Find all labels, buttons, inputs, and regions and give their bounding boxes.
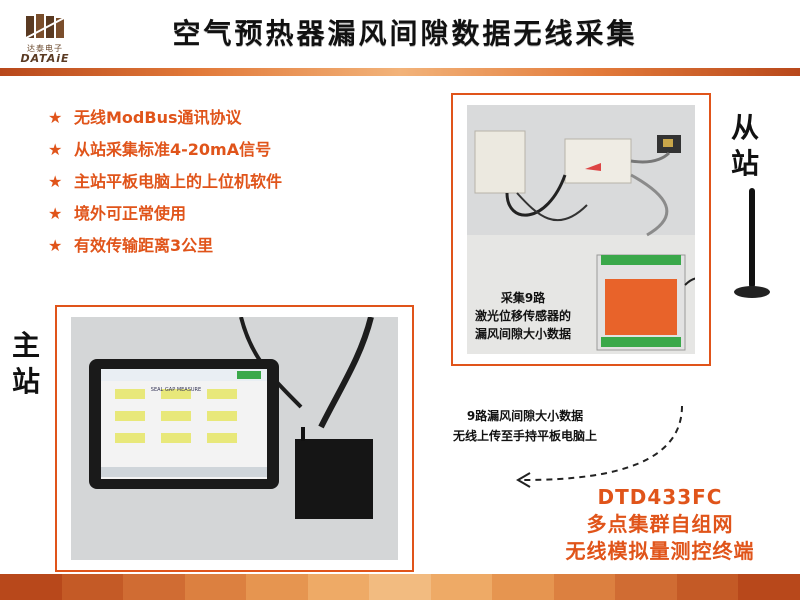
feature-item: ★ 从站采集标准4-20mA信号 <box>48 136 282 168</box>
star-icon: ★ <box>48 140 63 159</box>
feature-list: ★ 无线ModBus通讯协议 ★ 从站采集标准4-20mA信号 ★ 主站平板电脑上的上… <box>48 104 282 264</box>
dashed-arrow-icon <box>516 405 683 488</box>
footer-stripe-segment <box>738 574 800 600</box>
feature-text: 从站采集标准4-20mA信号 <box>74 140 272 159</box>
slave-station-label: 从 站 <box>727 110 763 182</box>
master-station-photo-scene: SEAL GAP MEASURE <box>71 317 398 560</box>
product-title: DTD433FC 多点集群自组网 无线模拟量测控终端 <box>520 484 800 565</box>
footer-stripe-segment <box>184 574 247 600</box>
header: 达泰电子 DATAiE 空气预热器漏风间隙数据无线采集 <box>0 0 800 68</box>
star-icon: ★ <box>48 204 63 223</box>
footer-stripe-segment <box>615 574 677 600</box>
footer-stripe-segment <box>430 574 493 600</box>
footer-stripe-segment <box>676 574 739 600</box>
slave-caption-line: 采集9路 <box>500 291 546 305</box>
star-icon: ★ <box>48 108 63 127</box>
feature-item: ★ 无线ModBus通讯协议 <box>48 104 282 136</box>
product-model: DTD433FC <box>597 485 723 509</box>
footer-stripe-segment <box>553 574 616 600</box>
master-label-char-1: 主 <box>11 329 40 362</box>
logo-english-name: DATAiE <box>20 52 70 65</box>
footer-stripe-segment <box>123 574 185 600</box>
slave-label-char-1: 从 <box>730 111 759 144</box>
footer-stripe <box>0 574 800 600</box>
header-divider <box>0 68 800 76</box>
product-line: 多点集群自组网 <box>586 512 734 536</box>
feature-text: 主站平板电脑上的上位机软件 <box>74 172 283 191</box>
master-station-label: 主 站 <box>8 328 44 400</box>
footer-stripe-segment <box>369 574 431 600</box>
company-logo: 达泰电子 DATAiE <box>14 12 76 65</box>
slave-caption: 采集9路 激光位移传感器的 漏风间隙大小数据 <box>438 289 608 343</box>
slave-label-char-2: 站 <box>730 147 759 180</box>
logo-mark-icon <box>25 14 65 39</box>
footer-stripe-segment <box>307 574 370 600</box>
footer-stripe-segment <box>0 574 62 600</box>
master-station-photo: SEAL GAP MEASURE <box>55 305 414 572</box>
feature-text: 无线ModBus通讯协议 <box>74 108 242 127</box>
slave-equipment-illustration <box>467 105 695 354</box>
master-label-char-2: 站 <box>11 365 40 398</box>
footer-stripe-segment <box>492 574 554 600</box>
slave-caption-line: 漏风间隙大小数据 <box>474 327 571 341</box>
slave-caption-line: 激光位移传感器的 <box>474 309 571 323</box>
feature-item: ★ 境外可正常使用 <box>48 200 282 232</box>
feature-item: ★ 有效传输距离3公里 <box>48 232 282 264</box>
antenna-icon <box>734 188 770 298</box>
transfer-caption: 9路漏风间隙大小数据 无线上传至手持平板电脑上 <box>418 406 632 446</box>
master-equipment-illustration <box>71 317 398 560</box>
logo-chinese-name: 达泰电子 <box>27 44 63 53</box>
star-icon: ★ <box>48 172 63 191</box>
slave-station-photo-scene <box>467 105 695 354</box>
feature-text: 境外可正常使用 <box>74 204 187 223</box>
transfer-caption-line: 无线上传至手持平板电脑上 <box>452 429 597 443</box>
feature-item: ★ 主站平板电脑上的上位机软件 <box>48 168 282 200</box>
footer-stripe-segment <box>246 574 308 600</box>
slave-station-photo <box>451 93 711 366</box>
page-title: 空气预热器漏风间隙数据无线采集 <box>172 17 638 50</box>
star-icon: ★ <box>48 236 63 255</box>
product-line: 无线模拟量测控终端 <box>565 539 755 563</box>
tablet-screen-title: SEAL GAP MEASURE <box>150 387 202 393</box>
footer-stripe-segment <box>61 574 124 600</box>
feature-text: 有效传输距离3公里 <box>74 236 214 255</box>
transfer-caption-line: 9路漏风间隙大小数据 <box>466 409 584 423</box>
